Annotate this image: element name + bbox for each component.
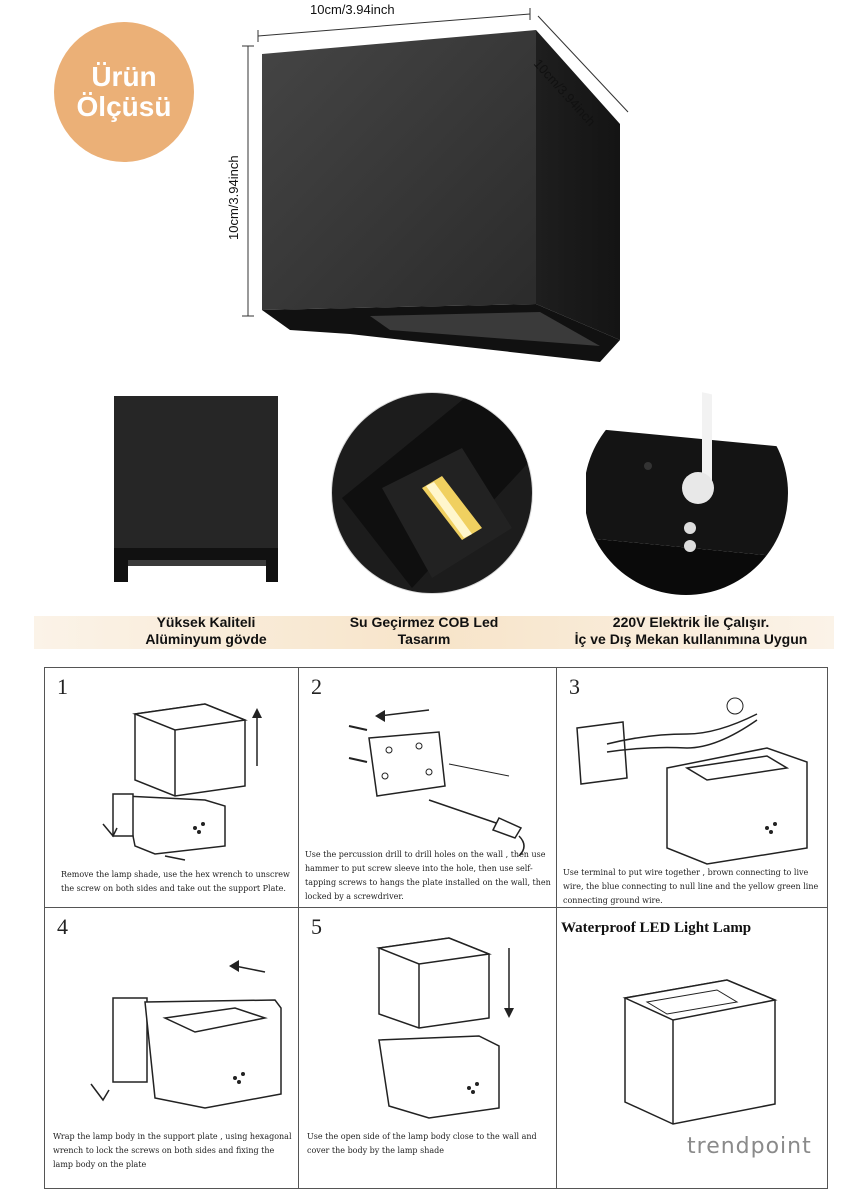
step-3-panel: 3 Use terminal to put wire together , br…: [557, 668, 827, 908]
step-2-panel: 2 Use the percussion drill to drill hole…: [299, 668, 557, 908]
step-2-diagram: [348, 709, 525, 856]
height-dimension-label: 10cm/3.94inch: [226, 155, 241, 240]
feature-caption-3: 220V Elektrik İle Çalışır. İç ve Dış Mek…: [550, 614, 832, 648]
feature-caption-1: Yüksek Kaliteli Alüminyum gövde: [96, 614, 316, 648]
step-4-diagram: [90, 960, 282, 1109]
waterproof-lamp-diagram: [622, 979, 778, 1125]
step-2-number: 2: [311, 674, 322, 699]
wiring-closeup-image: [584, 391, 788, 595]
features-band: [34, 616, 834, 649]
step-5-panel: 5 Use the open side of the lamp body clo…: [299, 908, 557, 1188]
step-4-panel: 4 Wrap the lamp body in the support plat…: [45, 908, 299, 1188]
step-1-panel: 1 Remove the lamp shade, use the hex wre…: [45, 668, 299, 908]
step-1-diagram: [102, 703, 262, 861]
badge-line-1: Ürün: [91, 61, 157, 92]
cob-led-closeup-image: [331, 392, 533, 594]
feature-3-line-1: 220V Elektrik İle Çalışır.: [612, 614, 770, 630]
feature-2-line-2: Tasarım: [397, 631, 451, 647]
step-1-number: 1: [57, 674, 68, 699]
step-5-text: Use the open side of the lamp body close…: [307, 1132, 537, 1155]
waterproof-title: Waterproof LED Light Lamp: [561, 920, 752, 936]
step-2-text: Use the percussion drill to drill holes …: [305, 850, 551, 901]
product-size-badge: Ürün Ölçüsü: [54, 22, 194, 162]
step-4-text: Wrap the lamp body in the support plate …: [53, 1132, 292, 1169]
main-product-image: [242, 8, 629, 362]
feature-1-line-2: Alüminyum gövde: [145, 631, 267, 647]
step-1-text: Remove the lamp shade, use the hex wrenc…: [61, 870, 290, 893]
feature-3-line-2: İç ve Dış Mekan kullanımına Uygun: [574, 631, 808, 647]
badge-line-2: Ölçüsü: [76, 91, 172, 122]
step-4-number: 4: [57, 914, 68, 939]
aluminium-body-image: [114, 396, 278, 582]
step-5-diagram: [376, 937, 514, 1119]
installation-instructions: 1 Remove the lamp shade, use the hex wre…: [44, 667, 828, 1189]
waterproof-panel: Waterproof LED Light Lamp trendpoint: [557, 908, 827, 1188]
feature-caption-2: Su Geçirmez COB Led Tasarım: [318, 614, 530, 648]
width-dimension-label: 10cm/3.94inch: [310, 2, 395, 17]
trendpoint-logo: trendpoint: [687, 1134, 812, 1159]
step-5-number: 5: [311, 914, 322, 939]
feature-1-line-1: Yüksek Kaliteli: [156, 614, 256, 630]
step-3-text: Use terminal to put wire together , brow…: [563, 868, 819, 905]
feature-2-line-1: Su Geçirmez COB Led: [349, 614, 499, 630]
step-3-diagram: [576, 697, 808, 865]
step-3-number: 3: [569, 674, 580, 699]
